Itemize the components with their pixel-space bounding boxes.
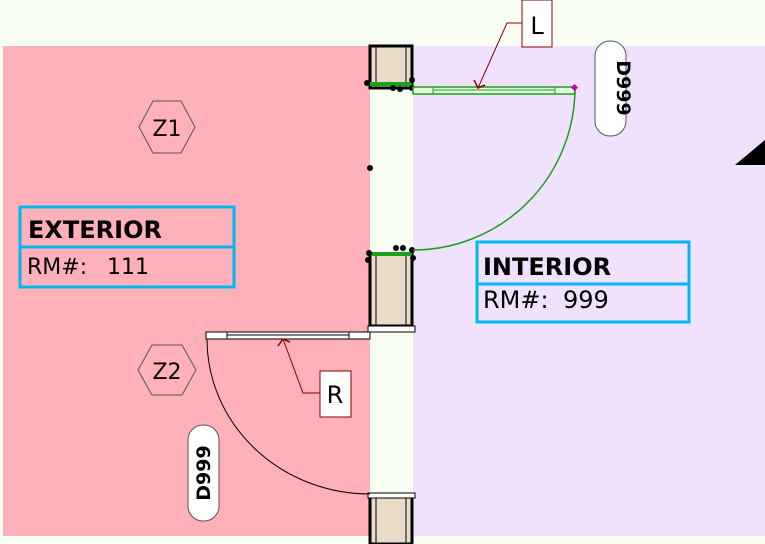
room-number: 111 <box>107 255 149 280</box>
exterior-room-fill[interactable] <box>3 46 370 536</box>
callout-label: L <box>530 12 544 40</box>
room-number: 999 <box>563 286 609 314</box>
svg-text:D999: D999 <box>612 60 634 115</box>
room-number-label: RM#: <box>27 255 87 280</box>
wall-segment-middle[interactable] <box>367 252 416 333</box>
room-tag-exterior[interactable]: EXTERIOR RM#: 111 <box>18 205 236 289</box>
room-name: EXTERIOR <box>28 216 162 244</box>
room-tag-interior[interactable]: INTERIOR RM#: 999 <box>475 240 691 324</box>
zone-tag-z2[interactable]: Z2 <box>137 344 197 396</box>
wall-segment-top[interactable] <box>368 44 414 90</box>
room-name: INTERIOR <box>483 253 611 281</box>
svg-text:D999: D999 <box>193 445 215 500</box>
interior-room-fill[interactable] <box>413 46 765 536</box>
grip-points[interactable] <box>364 77 416 263</box>
door-tag-bottom[interactable]: D999 <box>187 424 220 522</box>
room-number-label: RM#: <box>483 286 549 314</box>
svg-text:Z2: Z2 <box>152 360 181 385</box>
door-left-selected[interactable] <box>412 83 579 251</box>
door-tag-top[interactable]: D999 <box>594 40 634 137</box>
svg-text:Z1: Z1 <box>152 117 181 142</box>
zone-tag-z1[interactable]: Z1 <box>138 100 196 154</box>
wall-segment-bottom[interactable] <box>367 492 416 544</box>
section-marker-icon <box>735 140 765 165</box>
callout-L[interactable]: L <box>473 0 553 89</box>
callout-label: R <box>327 381 344 409</box>
callout-R[interactable]: R <box>277 338 352 418</box>
door-right[interactable] <box>205 331 371 495</box>
